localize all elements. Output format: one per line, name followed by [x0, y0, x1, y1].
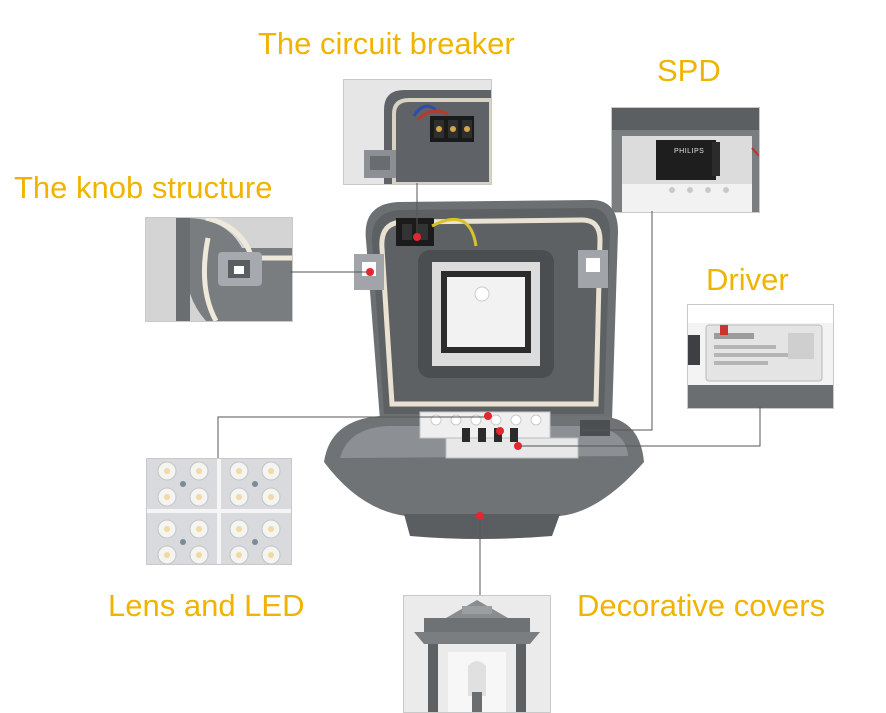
inset-spd: PHILIPS — [611, 107, 760, 213]
inset-circuit-breaker — [343, 79, 492, 185]
label-driver: Driver — [706, 262, 789, 297]
label-lens-led: Lens and LED — [108, 588, 305, 623]
leader-lines — [217, 183, 761, 595]
inset-decorative-covers — [403, 595, 551, 713]
inset-knob-structure — [145, 217, 293, 322]
label-spd: SPD — [657, 53, 721, 88]
lower-housing — [324, 411, 644, 539]
label-knob-structure: The knob structure — [14, 170, 273, 205]
inset-lens-led — [146, 458, 292, 565]
callout-markers — [366, 233, 522, 520]
upper-housing — [354, 200, 618, 420]
inset-driver — [687, 304, 834, 409]
label-circuit-breaker: The circuit breaker — [258, 26, 515, 61]
label-decorative-covers: Decorative covers — [577, 588, 826, 623]
spd-brand-text: PHILIPS — [674, 148, 705, 155]
